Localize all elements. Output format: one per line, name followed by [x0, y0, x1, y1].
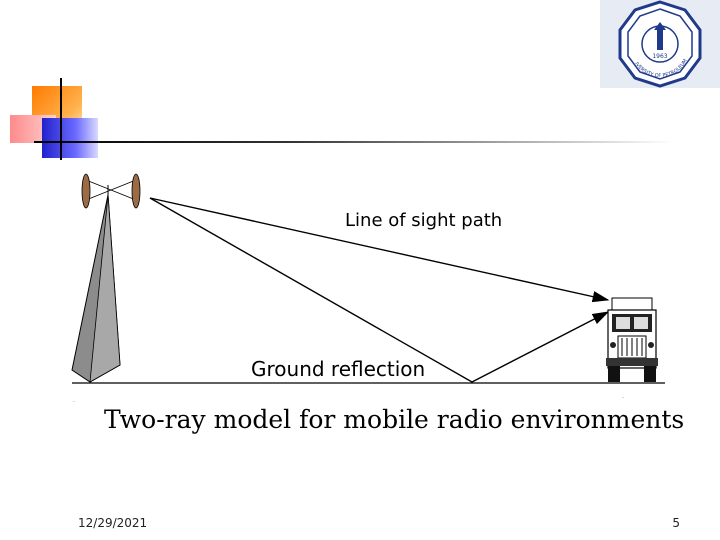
decor-blue-square	[42, 118, 98, 158]
line-of-sight-label: Line of sight path	[345, 210, 502, 231]
ground-tick-right: .	[622, 393, 624, 400]
logo-emblem-icon: 1963 KING FAHD UNIVERSITY OF PETROLEUM &…	[600, 0, 702, 88]
ground-reflection-label: Ground reflection	[251, 357, 425, 381]
ground-reflection-ray	[149, 197, 610, 383]
ground-tick-left: .	[73, 397, 75, 404]
footer-date: 12/29/2021	[78, 516, 148, 530]
title-rule	[34, 141, 674, 143]
transmitter-tower-icon	[71, 173, 141, 383]
diagram-caption: Two-ray model for mobile radio environme…	[104, 405, 684, 434]
line-of-sight-ray	[149, 197, 610, 303]
page-number: 5	[672, 516, 680, 530]
receiver-truck-icon	[606, 297, 658, 382]
decor-vertical-line	[60, 78, 62, 160]
logo-year: 1963	[652, 53, 667, 60]
university-logo: 1963 KING FAHD UNIVERSITY OF PETROLEUM &…	[600, 0, 720, 88]
